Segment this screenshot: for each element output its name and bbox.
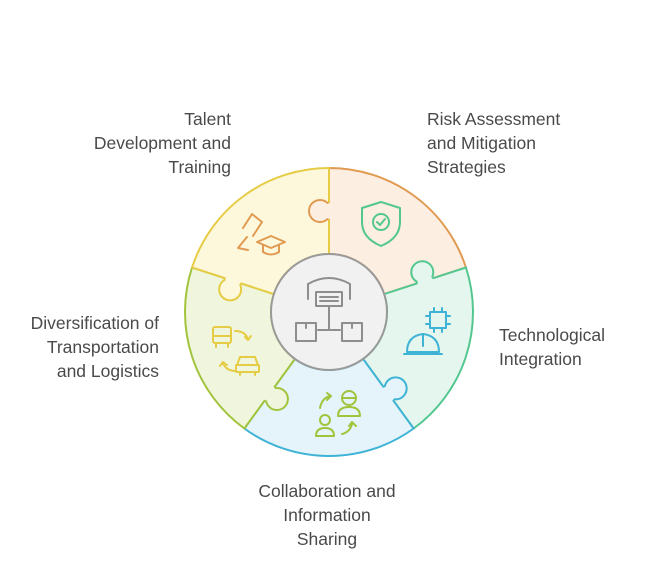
people-exchange-icon: [315, 390, 361, 437]
puzzle-tab-seam-talent: [323, 203, 339, 219]
shield-check-icon: [361, 201, 401, 247]
puzzle-tab-seam-collab: [260, 384, 277, 401]
label-collaboration-sharing: Collaboration and Information Sharing: [258, 481, 396, 549]
puzzle-tab-seam-risk: [417, 274, 434, 291]
puzzle-tab-seam-tech: [378, 386, 395, 403]
label-risk-assessment: Risk Assessment and Mitigation Strategie…: [427, 109, 561, 177]
teaching-icon: [237, 213, 286, 256]
chip-hardhat-icon: [403, 307, 451, 355]
label-talent-development: Talent Development and Training: [93, 109, 231, 177]
puzzle-tab-seam-divers: [225, 270, 242, 287]
label-technological-integration: Technological Integration: [499, 325, 606, 369]
label-diversification: Diversification of Transportation and Lo…: [30, 313, 159, 381]
bus-car-icon: [212, 326, 260, 376]
warehouse-network-icon: [295, 277, 363, 342]
